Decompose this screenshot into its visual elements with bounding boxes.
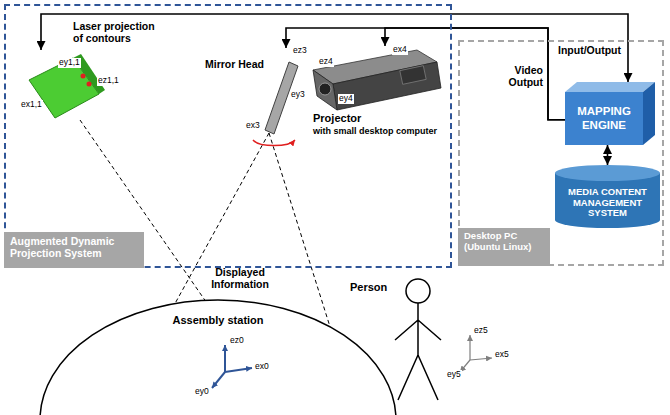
axis-z bbox=[469, 335, 470, 360]
cylinder-body bbox=[555, 173, 660, 228]
axis-label: ez0 bbox=[229, 336, 245, 346]
database-cylinder: MEDIA CONTENT MANAGEMENT SYSTEM bbox=[555, 165, 660, 228]
cylinder-top bbox=[555, 165, 660, 181]
annotation: Displayed Information bbox=[208, 266, 272, 290]
projector-front bbox=[313, 70, 337, 110]
signal-connector bbox=[607, 145, 609, 165]
axis-label: ex1,1 bbox=[20, 100, 43, 110]
laser-dot bbox=[81, 74, 86, 79]
projector-lens bbox=[319, 83, 331, 95]
node-title: Assembly station bbox=[40, 314, 396, 327]
node-title: MAPPING ENGINE bbox=[565, 92, 643, 145]
axis-label: ey4 bbox=[338, 94, 354, 104]
region-label: Augmented Dynamic Projection System bbox=[4, 232, 144, 268]
region-label: Desktop PC (Ubuntu Linux) bbox=[458, 228, 550, 266]
laser-dot bbox=[87, 82, 92, 87]
projection-ray bbox=[80, 120, 205, 300]
axis-label: ex0 bbox=[254, 362, 270, 372]
axis-label: ez1,1 bbox=[97, 76, 120, 86]
box-side bbox=[643, 82, 655, 145]
node-illustration bbox=[350, 275, 500, 410]
person-figure: Person bbox=[350, 275, 500, 410]
axis-label: ez3 bbox=[292, 46, 308, 56]
axis-label: ex3 bbox=[245, 121, 261, 131]
connector-label: Input/Output bbox=[557, 44, 622, 56]
axis-label: ex5 bbox=[494, 350, 510, 360]
connector-label: Video Output bbox=[496, 64, 544, 88]
axis-label: ez4 bbox=[318, 57, 334, 67]
axis-label: ey1,1 bbox=[58, 58, 81, 68]
node-title: Projector bbox=[313, 112, 443, 125]
axis-label: ex4 bbox=[392, 45, 408, 55]
node-title: Person bbox=[350, 281, 387, 294]
axis-x bbox=[225, 368, 252, 372]
station-circle: Assembly station bbox=[40, 300, 396, 415]
projection-ray bbox=[175, 133, 330, 327]
rotation-arrow bbox=[253, 140, 295, 146]
node-title: MEDIA CONTENT MANAGEMENT SYSTEM bbox=[555, 181, 660, 225]
signal-connector bbox=[385, 28, 565, 120]
axis-label: ey0 bbox=[194, 387, 210, 397]
box-front bbox=[565, 92, 643, 145]
projector-side bbox=[333, 62, 441, 110]
box-top bbox=[565, 82, 655, 92]
axis-label: ey5 bbox=[446, 370, 462, 380]
axis-label: ey3 bbox=[290, 90, 306, 100]
desktop-region: Desktop PC (Ubuntu Linux) MAPPING ENGINE M… bbox=[458, 40, 664, 266]
system-region: Augmented Dynamic Projection System Laser… bbox=[4, 4, 452, 268]
signal-connector bbox=[286, 28, 565, 120]
node-title: Laser projection of contours bbox=[73, 20, 165, 44]
node-title: Mirror Head bbox=[205, 58, 264, 70]
body bbox=[395, 303, 441, 400]
axis-y bbox=[212, 372, 225, 388]
station-outline bbox=[40, 300, 396, 415]
axis-label: ez5 bbox=[473, 326, 489, 336]
process-box: MAPPING ENGINE bbox=[565, 82, 655, 145]
head bbox=[406, 279, 430, 303]
axis-x bbox=[470, 358, 492, 360]
axis-z bbox=[224, 345, 226, 372]
mini-computer bbox=[400, 66, 426, 85]
node-subtitle: with small desktop computer bbox=[313, 126, 445, 136]
